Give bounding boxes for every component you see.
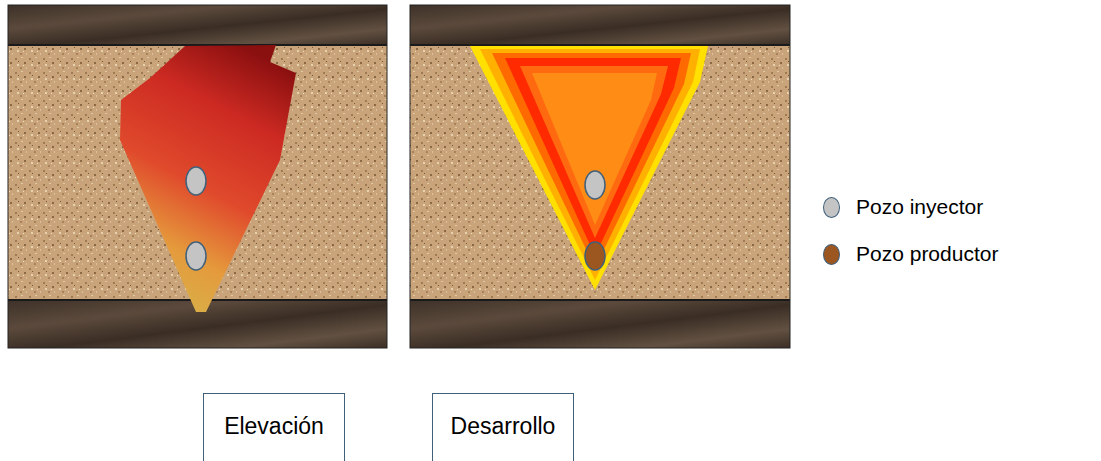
caption-label: Desarrollo	[451, 413, 556, 440]
well-symbol	[823, 244, 840, 265]
caption-label: Elevación	[224, 413, 324, 440]
caption-box: Elevación	[203, 393, 345, 461]
panel-elevation	[8, 5, 387, 348]
panel-development	[410, 5, 790, 348]
legend-label: Pozo inyector	[856, 195, 983, 219]
legend-label: Pozo productor	[856, 242, 998, 266]
caption-box: Desarrollo	[432, 393, 574, 461]
legend-entry: Pozo productor	[823, 242, 998, 266]
legend-entry: Pozo inyector	[823, 195, 983, 219]
well-symbol	[823, 197, 840, 218]
